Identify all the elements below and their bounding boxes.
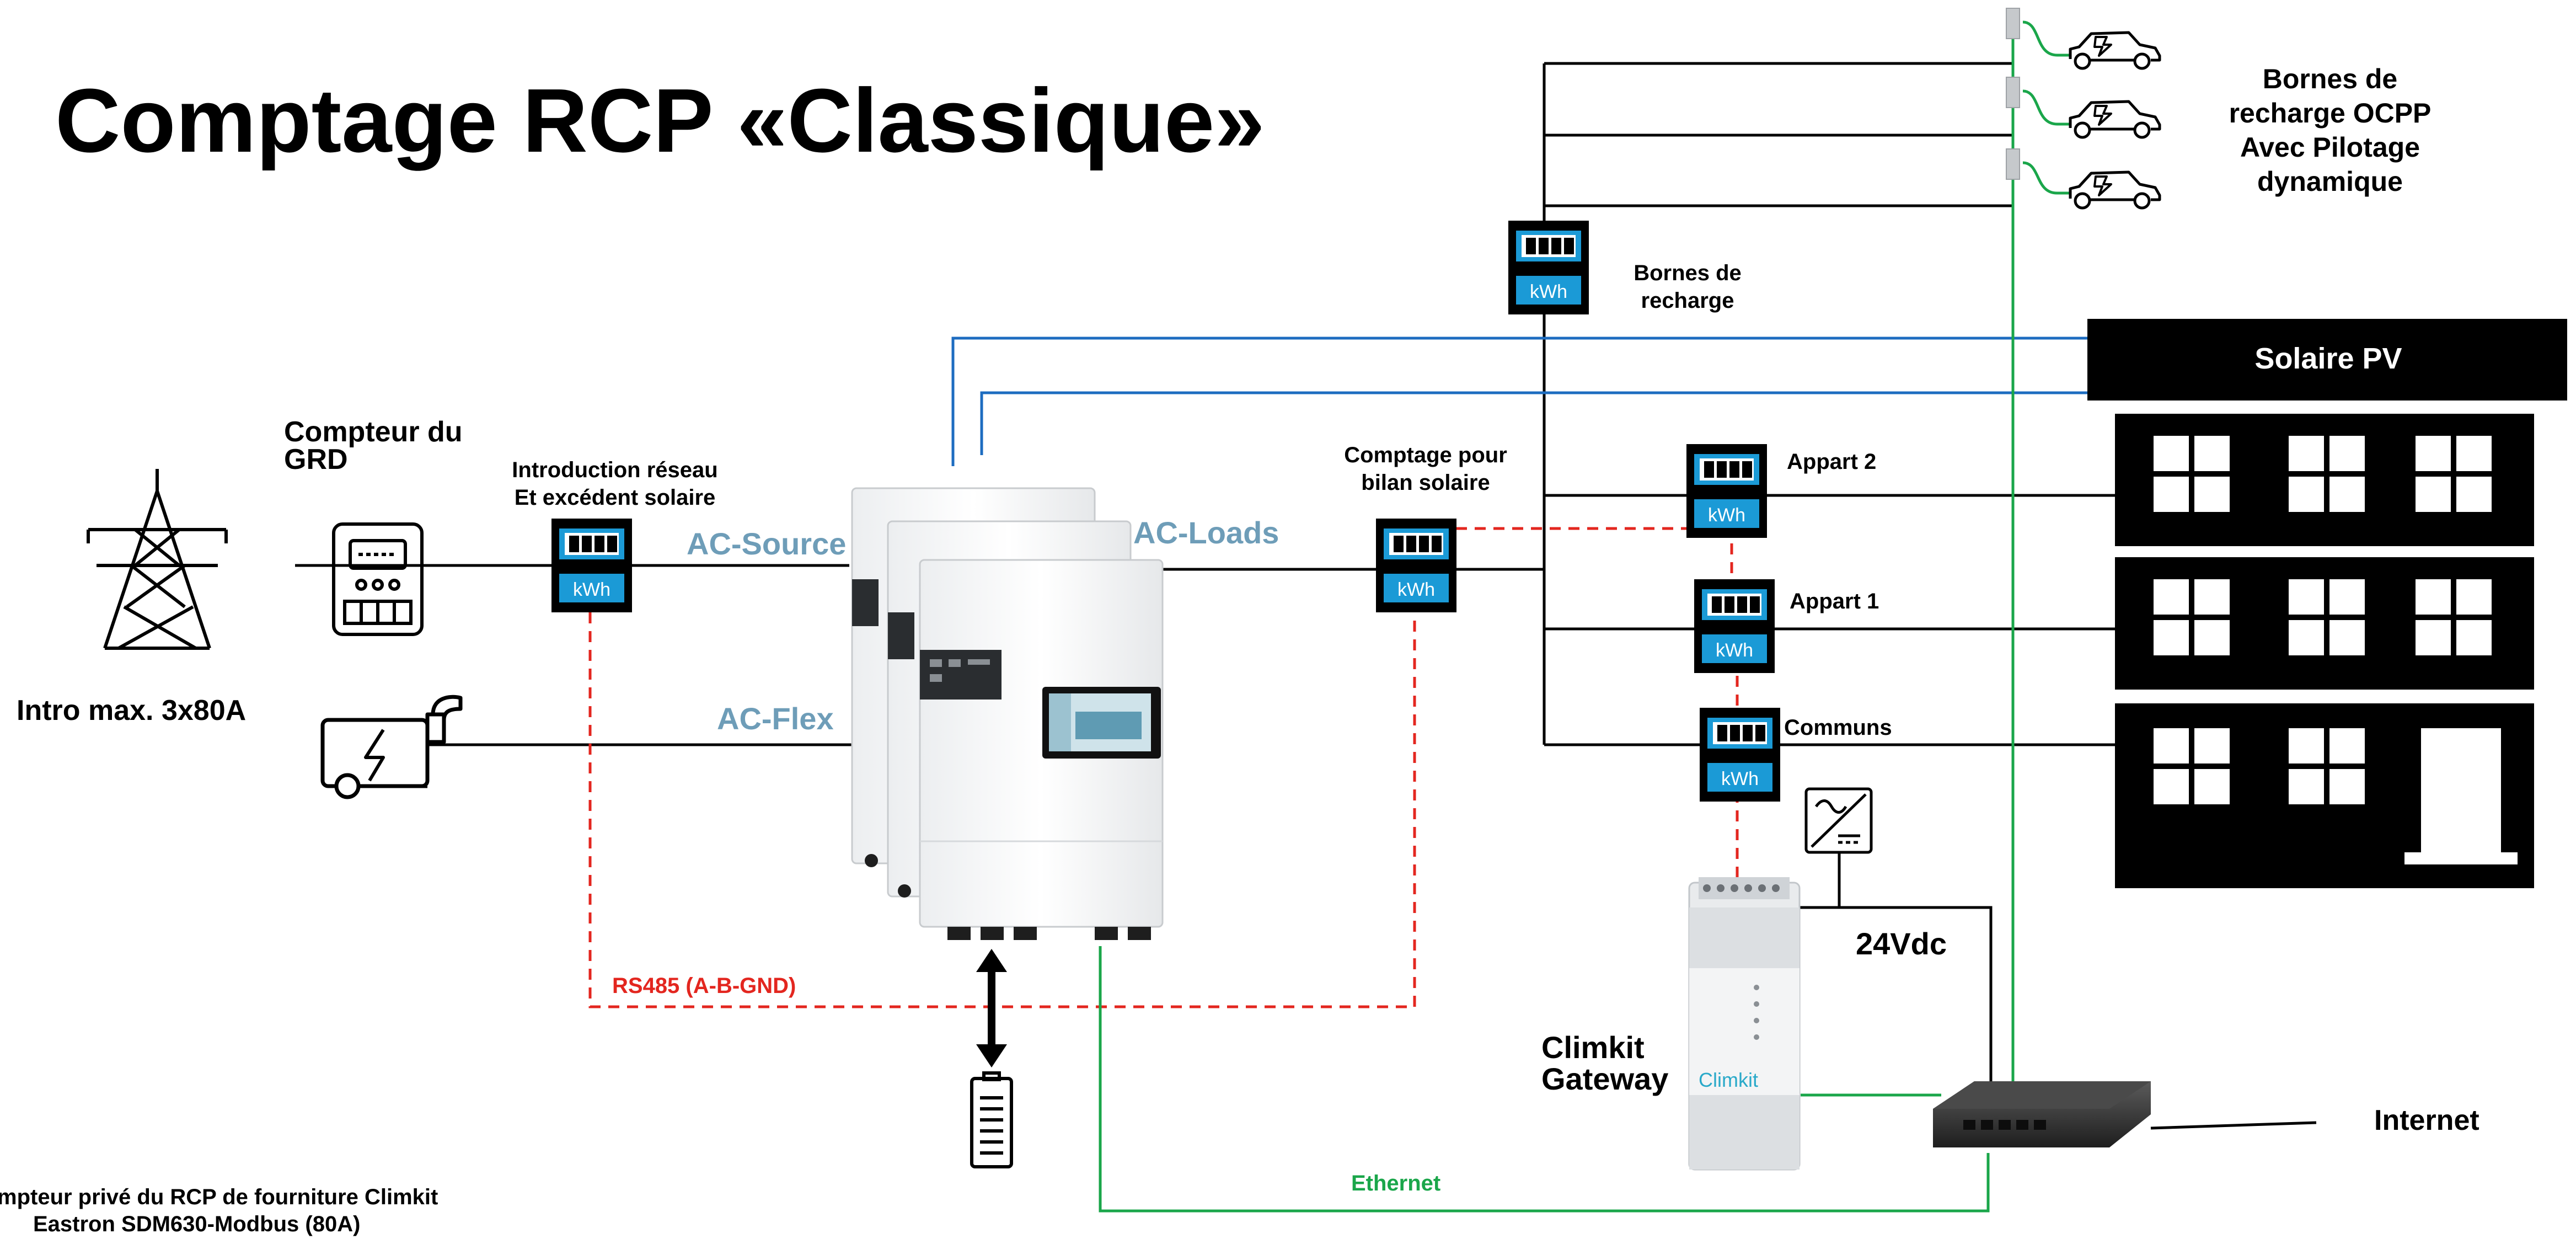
appart1-kwh-meter: kWh [1694, 579, 1775, 673]
appart2-kwh-meter: kWh [1686, 444, 1767, 538]
grd-meter-icon [332, 522, 424, 636]
appart2-meter-unit: kWh [1708, 505, 1745, 526]
ev-car-icon-3 [2070, 172, 2160, 208]
pv-lines [951, 337, 2090, 466]
ac-dc-converter-icon [1804, 787, 1873, 854]
ethernet-label: Ethernet [1351, 1171, 1440, 1195]
charger-posts [2006, 8, 2020, 180]
inverter-stack [851, 487, 1164, 940]
battery-icon [970, 1071, 1013, 1168]
footnote-line1: mpteur privé du RCP de fourniture Climki… [0, 1185, 438, 1209]
inverter-unit-front [919, 559, 1164, 940]
bornes-meter-label-line1: Bornes de [1634, 261, 1742, 285]
building-icon [2115, 414, 2534, 888]
ethernet-lines [1099, 20, 2071, 1213]
ac-loads-label: AC-Loads [1133, 515, 1279, 550]
dc-supply-label: 24Vdc [1856, 926, 1947, 961]
intro-meter-unit: kWh [573, 579, 610, 600]
intro-meter-label-line2: Et excédent solaire [515, 485, 716, 510]
appart2-label: Appart 2 [1787, 450, 1876, 474]
communs-meter-unit: kWh [1721, 768, 1759, 789]
ac-source-label: AC-Source [687, 526, 846, 561]
chargers-label-line3: Avec Pilotage [2240, 132, 2420, 163]
ev-car-icon-2 [2070, 102, 2160, 137]
rs485-label: RS485 (A-B-GND) [612, 974, 796, 998]
ac-flex-label: AC-Flex [717, 701, 834, 736]
appart1-label: Appart 1 [1790, 589, 1879, 613]
chargers-label-line2: recharge OCPP [2229, 98, 2432, 129]
intro-capacity-label: Intro max. 3x80A [17, 695, 246, 727]
bilan-kwh-meter: kWh [1376, 519, 1456, 612]
bornes-meter-label-line2: recharge [1641, 289, 1734, 313]
bilan-meter-unit: kWh [1397, 579, 1435, 600]
battery-arrow [976, 949, 1007, 1067]
grd-meter-label-line2: GRD [284, 444, 348, 476]
intro-kwh-meter: kWh [551, 519, 632, 612]
intro-meter-label-line1: Introduction réseau [512, 458, 717, 482]
network-switch-icon [1933, 1081, 2151, 1147]
bilan-meter-label-line1: Comptage pour [1344, 443, 1507, 467]
chargers-label-line1: Bornes de [2263, 63, 2398, 94]
chargers-label-line4: dynamique [2257, 166, 2403, 197]
bilan-meter-label-line2: bilan solaire [1361, 471, 1490, 495]
communs-kwh-meter: kWh [1700, 708, 1780, 802]
internet-label: Internet [2374, 1104, 2479, 1136]
building-door [2421, 728, 2501, 852]
gateway-brand-text: Climkit [1699, 1069, 1758, 1091]
climkit-gateway-device: Climkit [1688, 877, 1801, 1171]
ev-car-icon-1 [2070, 33, 2160, 68]
power-wiring [295, 62, 2317, 1130]
bornes-meter-unit: kWh [1530, 281, 1567, 302]
footnote-line2: Eastron SDM630-Modbus (80A) [33, 1212, 360, 1236]
gateway-label-line1: Climkit [1541, 1030, 1645, 1065]
grd-meter-label-line1: Compteur du [284, 416, 463, 448]
rs485-bus [588, 527, 1739, 1008]
page-title: Comptage RCP «Classique» [55, 70, 1265, 171]
generator-icon [320, 695, 463, 799]
appart1-meter-unit: kWh [1716, 640, 1753, 661]
bornes-kwh-meter: kWh [1508, 221, 1589, 314]
pylon-icon [87, 469, 228, 650]
communs-label: Communs [1784, 716, 1892, 740]
gateway-label-line2: Gateway [1541, 1061, 1668, 1096]
solar-pv-banner: Solaire PV [2087, 319, 2567, 401]
solar-pv-label: Solaire PV [2254, 342, 2402, 375]
